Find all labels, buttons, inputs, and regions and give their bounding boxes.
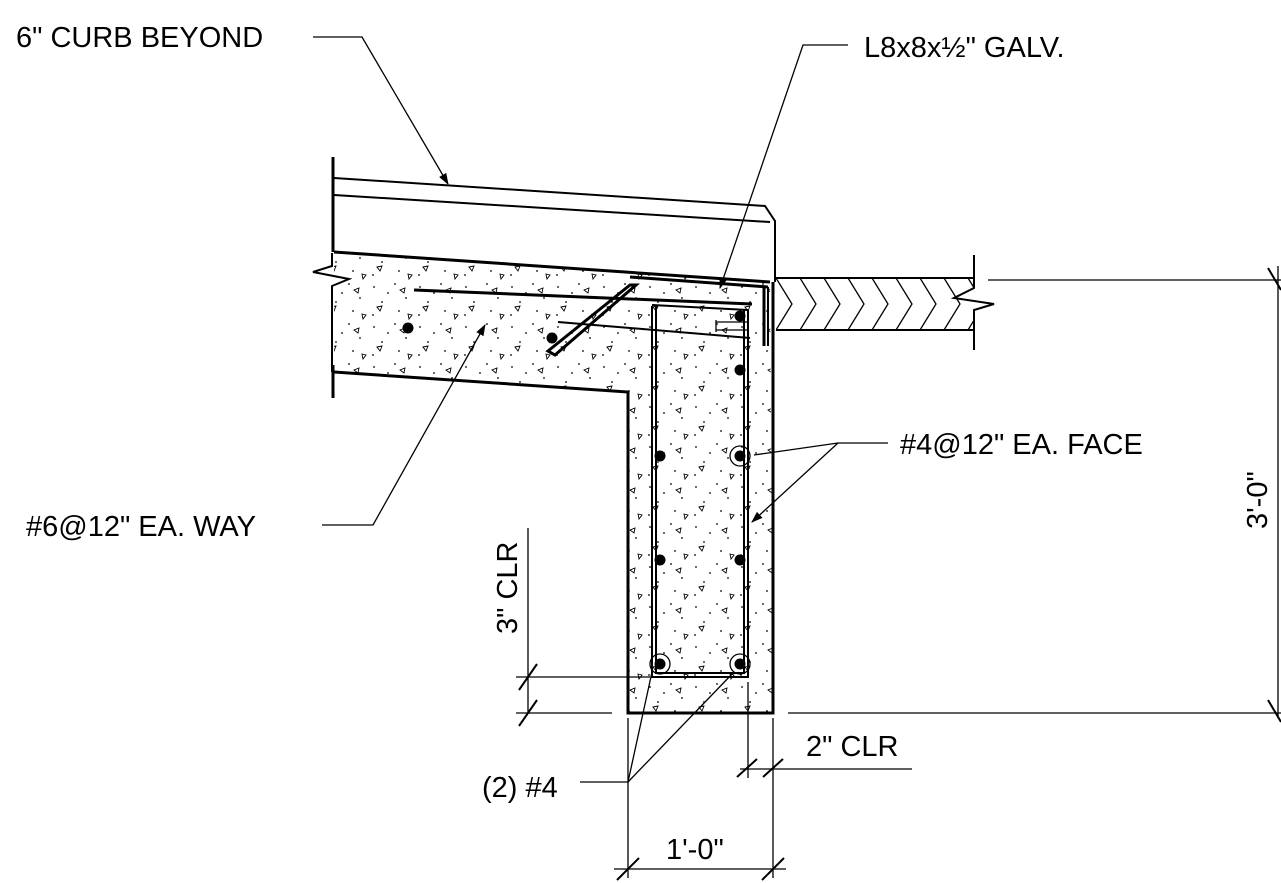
angle-callout: L8x8x½" GALV. (864, 32, 1065, 64)
wall-rebar-cage (651, 306, 749, 678)
wall-rebar-dot (734, 364, 746, 376)
bottom-bars-callout: (2) #4 (482, 772, 558, 804)
concrete-section (331, 250, 775, 715)
wall-rebar-dot (734, 310, 746, 322)
slab-break-line (312, 253, 353, 372)
wall-rebar-dot (654, 450, 666, 462)
width-dim: 1'-0" (666, 834, 724, 866)
labels: 6" CURB BEYOND L8x8x½" GALV. #6@12" EA. … (16, 22, 1274, 866)
wall-rebar-callout: #4@12" EA. FACE (900, 429, 1143, 461)
angle-edge (629, 275, 769, 346)
depth-dim: 3'-0" (1242, 471, 1274, 529)
side-clear-dim: 2" CLR (806, 731, 899, 763)
dimension-lines (516, 266, 1281, 881)
curb-callout: 6" CURB BEYOND (16, 22, 263, 54)
bottom-bar-dot (734, 658, 746, 670)
slab-rebar (413, 283, 753, 357)
slab-rebar-callout: #6@12" EA. WAY (26, 511, 256, 543)
rebar-sections (402, 310, 751, 675)
leader-lines (313, 36, 888, 783)
deck-beyond (776, 255, 995, 350)
bottom-clear-dim: 3" CLR (492, 542, 524, 635)
slab-rebar-dot (402, 322, 414, 334)
slab-rebar-dot (546, 332, 558, 344)
wall-rebar-dot (734, 554, 746, 566)
curb-beyond (331, 157, 776, 282)
wall-rebar-dot (654, 554, 666, 566)
wall-rebar-dot (734, 450, 746, 462)
bottom-bar-dot (654, 658, 666, 670)
